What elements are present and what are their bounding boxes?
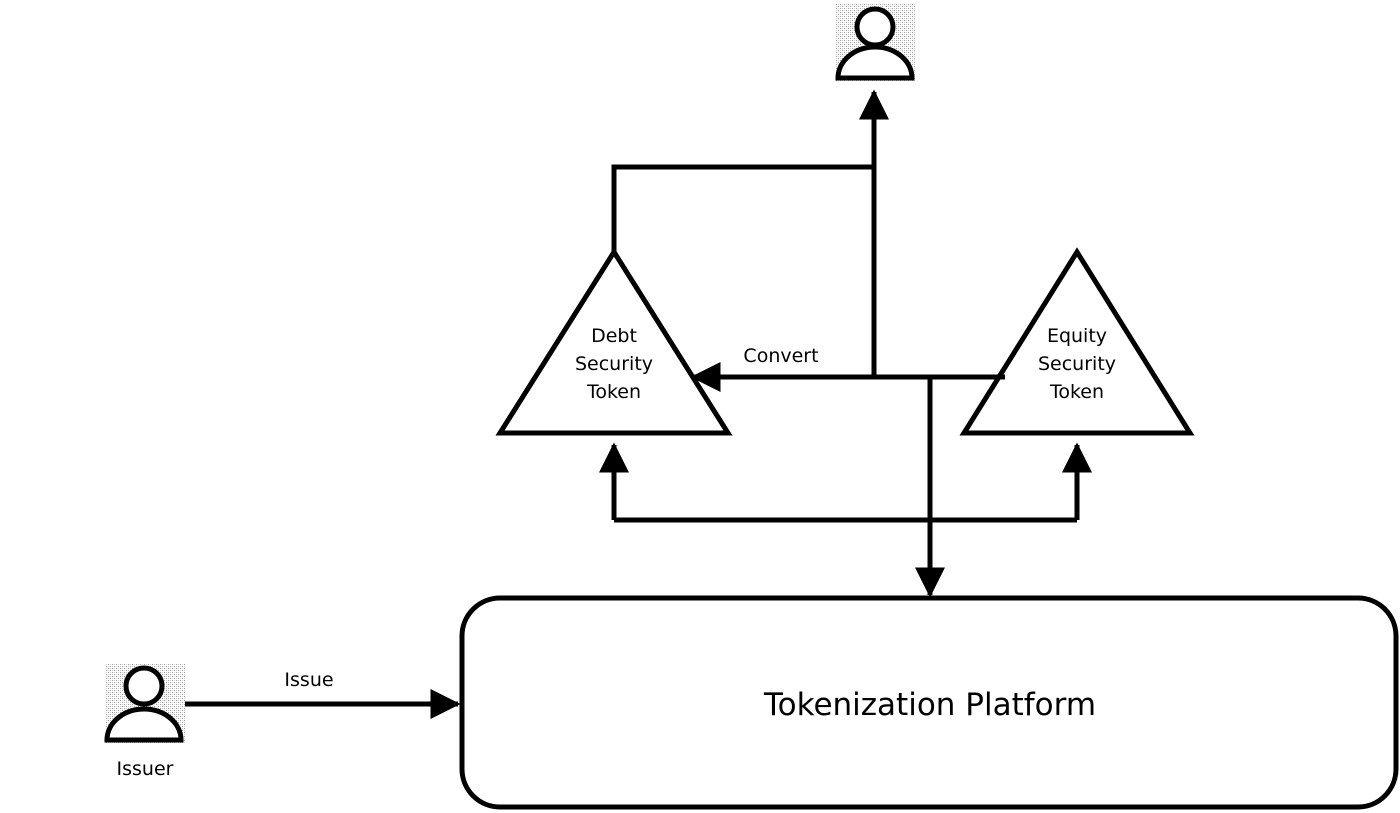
debt-to-investor-connector — [611, 164, 874, 252]
debt-token-label-line-3: Token — [586, 381, 641, 403]
tokenization-platform-label: Tokenization Platform — [763, 687, 1096, 723]
debt-token-triangle — [495, 247, 733, 436]
tokenization-platform-box — [459, 595, 1399, 810]
debt-token-label-line-1: Debt — [591, 325, 637, 347]
equity-token-label-line-3: Token — [1049, 381, 1104, 403]
equity-token-label-line-2: Security — [1038, 353, 1116, 375]
issuer-label: Issuer — [117, 758, 174, 780]
issue-label: Issue — [284, 669, 333, 691]
equity-token-label-line-1: Equity — [1047, 325, 1107, 347]
debt-token-label-line-2: Security — [575, 353, 653, 375]
investor-icon — [835, 4, 916, 81]
equity-token-triangle — [959, 247, 1195, 436]
convert-label: Convert — [743, 345, 818, 367]
issuer-icon — [104, 663, 185, 743]
